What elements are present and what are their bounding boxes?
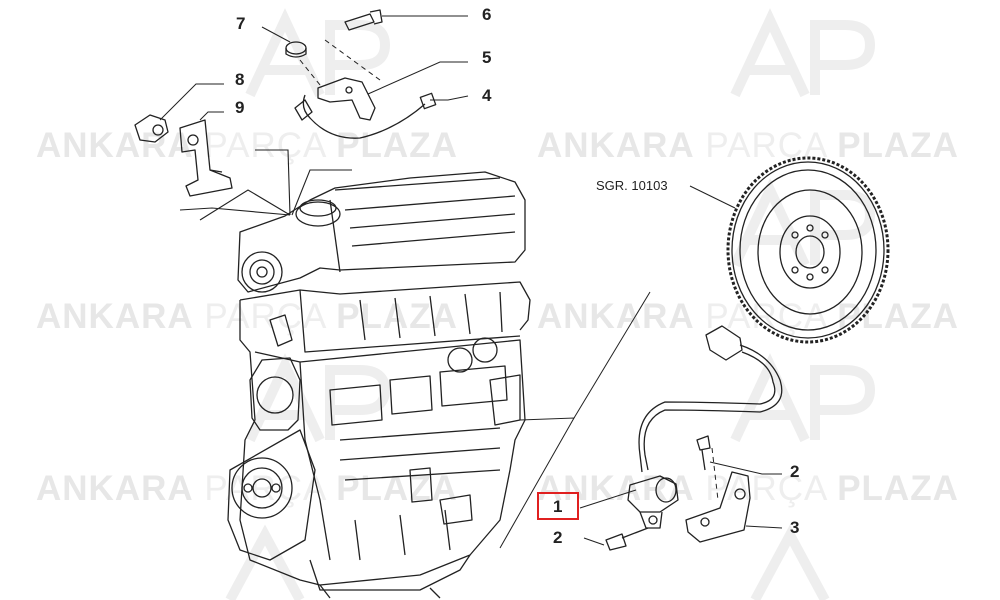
callout-2-upper[interactable]: 2 (790, 462, 800, 481)
callout-8[interactable]: 8 (235, 70, 245, 89)
lower-leader-lines (499, 291, 783, 549)
flywheel-reference-label[interactable]: SGR. 10103 (596, 178, 668, 193)
upper-leader-lines (159, 15, 469, 121)
callout-7[interactable]: 7 (236, 14, 246, 33)
selected-part-highlight[interactable]: 1 (537, 492, 579, 520)
head-leader-lines (179, 149, 352, 221)
callout-1[interactable]: 1 (553, 497, 563, 516)
engine-block (227, 171, 531, 599)
flywheel (726, 156, 890, 344)
callout-9[interactable]: 9 (235, 98, 245, 117)
callout-5[interactable]: 5 (482, 48, 492, 67)
callout-6[interactable]: 6 (482, 5, 492, 24)
callout-2-lower[interactable]: 2 (553, 528, 563, 547)
callout-4[interactable]: 4 (482, 86, 492, 105)
sensor-bracket-assembly-upper (134, 9, 437, 197)
flywheel-leader-line (689, 185, 736, 209)
callout-3[interactable]: 3 (790, 518, 800, 537)
crankshaft-sensor-assembly (605, 325, 783, 551)
